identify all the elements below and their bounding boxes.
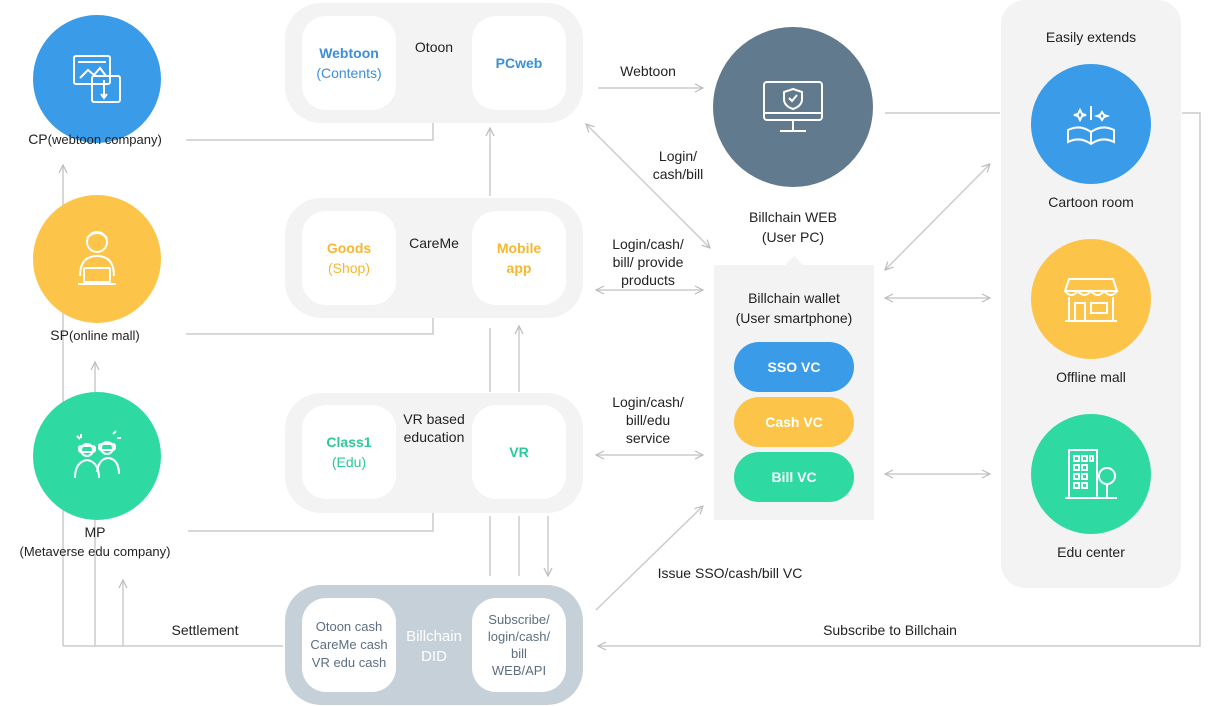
mp-label-sub: (Metaverse edu company) — [19, 544, 171, 559]
billchain-web-sub: (User PC) — [761, 229, 825, 245]
sp-circle — [33, 195, 161, 323]
flow-settlement: Settlement — [171, 622, 239, 638]
webtoon-card-line1: Webtoon — [319, 45, 379, 61]
did-cash-card: Otoon cash CareMe cash VR edu cash — [302, 598, 396, 692]
wallet-sub: (User smartphone) — [735, 310, 853, 326]
pcweb-card: PCweb — [472, 16, 566, 110]
mp-label: MP (Metaverse edu company) — [0, 522, 190, 562]
mobile-app-line2: app — [506, 260, 532, 276]
otoon-title: Otoon — [414, 39, 454, 55]
webtoon-card-line2: (Contents) — [316, 65, 382, 81]
mobile-app-card: Mobile app — [472, 211, 566, 305]
did-cash-vr: VR edu cash — [311, 655, 387, 670]
did-title-line1: Billchain — [406, 628, 462, 645]
flow-login-edu-3: service — [625, 430, 671, 446]
flow-login-provide-1: Login/cash/ — [612, 236, 684, 252]
building-tree-icon — [1065, 449, 1117, 499]
cartoon-room-circle — [1031, 64, 1151, 184]
cartoon-room-label: Cartoon room — [1048, 194, 1134, 210]
did-api-card: Subscribe/ login/cash/ bill WEB/API — [472, 598, 566, 692]
wallet-label: Billchain wallet (User smartphone) — [714, 288, 874, 328]
flow-login-provide-3: products — [621, 272, 675, 288]
offline-mall-label: Offline mall — [1056, 369, 1126, 385]
vr-title: VR based education — [392, 410, 476, 446]
goods-card-line1: Goods — [326, 240, 372, 256]
vr-title-line1: VR based — [403, 411, 465, 427]
cp-label: CP(webtoon company) — [0, 131, 190, 147]
offline-mall-circle — [1031, 239, 1151, 359]
pcweb-card-label: PCweb — [495, 55, 543, 71]
did-cash-careme: CareMe cash — [310, 637, 388, 652]
sp-label-main: SP — [50, 327, 69, 343]
careme-title: CareMe — [409, 235, 459, 251]
flow-login-provide-2: bill/ provide — [612, 254, 684, 270]
edu-center-label: Edu center — [1057, 544, 1125, 560]
monitor-drawing-icon — [73, 55, 121, 103]
webtoon-card: Webtoon (Contents) — [302, 16, 396, 110]
person-laptop-icon — [78, 231, 116, 285]
class1-card-line2: (Edu) — [331, 454, 367, 470]
extends-title: Easily extends — [1045, 29, 1137, 45]
class1-card-line1: Class1 — [326, 434, 372, 450]
mp-label-main: MP — [84, 524, 106, 540]
did-api-line1: Subscribe/ — [488, 612, 550, 627]
flow-login-provide: Login/cash/ bill/ provide products — [598, 235, 698, 289]
monitor-shield-icon — [763, 81, 823, 132]
store-icon — [1063, 278, 1119, 322]
billchain-web-circle — [713, 27, 873, 187]
wallet-pointer — [784, 256, 804, 266]
vr-people-icon — [74, 430, 121, 479]
cash-vc-pill: Cash VC — [734, 397, 854, 447]
cp-label-main: CP — [28, 131, 48, 147]
did-title: Billchain DID — [396, 627, 472, 667]
goods-card: Goods (Shop) — [302, 211, 396, 305]
did-api-line4: WEB/API — [491, 663, 547, 678]
vr-card: VR — [472, 405, 566, 499]
flow-webtoon: Webtoon — [620, 63, 676, 79]
goods-card-line2: (Shop) — [327, 260, 371, 276]
flow-login-cash-bill-2: cash/bill — [652, 166, 704, 182]
cp-circle — [33, 15, 161, 143]
did-title-line2: DID — [421, 648, 447, 665]
did-api-line3: bill — [511, 646, 527, 661]
wallet-title: Billchain wallet — [748, 290, 840, 306]
flow-login-edu: Login/cash/ bill/edu service — [598, 393, 698, 447]
sp-label-sub: (online mall) — [68, 328, 140, 343]
billchain-web-title: Billchain WEB — [749, 209, 837, 225]
sp-label: SP(online mall) — [0, 327, 190, 343]
cp-label-sub: (webtoon company) — [47, 132, 162, 147]
open-book-icon — [1067, 106, 1115, 146]
flow-login-edu-2: bill/edu — [625, 412, 671, 428]
sso-vc-pill: SSO VC — [734, 342, 854, 392]
flow-login-edu-1: Login/cash/ — [612, 394, 684, 410]
class1-card: Class1 (Edu) — [302, 405, 396, 499]
vr-card-label: VR — [509, 444, 529, 460]
mobile-app-line1: Mobile — [496, 240, 542, 256]
flow-subscribe: Subscribe to Billchain — [823, 622, 957, 638]
vr-title-line2: education — [403, 429, 465, 445]
bill-vc-pill: Bill VC — [734, 452, 854, 502]
billchain-web-label: Billchain WEB (User PC) — [713, 207, 873, 247]
flow-issue: Issue SSO/cash/bill VC — [657, 565, 803, 581]
flow-login-cash-bill-1: Login/ — [658, 148, 698, 164]
flow-login-cash-bill: Login/ cash/bill — [638, 147, 718, 183]
did-api-line2: login/cash/ — [487, 629, 551, 644]
edu-center-circle — [1031, 414, 1151, 534]
did-cash-otoon: Otoon cash — [315, 619, 383, 634]
mp-circle — [33, 392, 161, 520]
